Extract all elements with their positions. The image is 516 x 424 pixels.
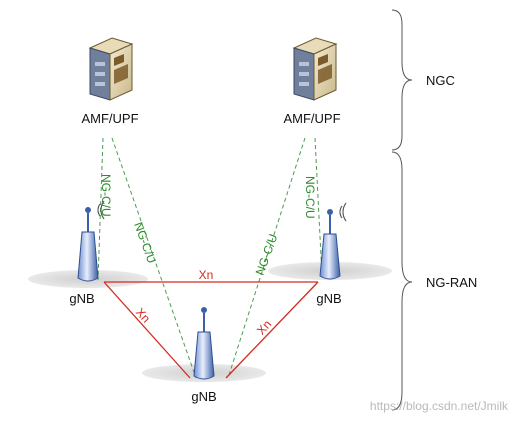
xn-link-left-right-label: Xn bbox=[199, 268, 214, 282]
ngc-domain-label: NGC bbox=[426, 73, 455, 88]
core-node-label: AMF/UPF bbox=[283, 111, 340, 126]
xn-links bbox=[103, 281, 319, 379]
ng-link-left-to-bottom-label: NG-C/U bbox=[131, 220, 159, 265]
ng-link-right-gnb bbox=[314, 137, 323, 277]
xn-link-left-bottom-label: Xn bbox=[133, 305, 153, 325]
antenna-icon bbox=[319, 202, 347, 280]
ng-link-left-gnb bbox=[97, 137, 104, 281]
ngc-brace bbox=[391, 9, 413, 151]
ng-link-right-gnb-label: NG-C/U bbox=[303, 176, 317, 219]
ng-link-left-to-bottom-gnb bbox=[111, 137, 197, 379]
xn-link-right-bottom-label: Xn bbox=[254, 317, 274, 337]
ng-link-left-gnb-label: NG-C/U bbox=[99, 174, 113, 217]
antenna-icon bbox=[193, 307, 215, 380]
core-node-label: AMF/UPF bbox=[81, 111, 138, 126]
ng-link-right-to-bottom-gnb bbox=[227, 137, 306, 379]
server-icon bbox=[292, 37, 338, 101]
gnb-label: gNB bbox=[316, 291, 341, 306]
server-icon bbox=[88, 37, 134, 101]
ng-ran-domain-label: NG-RAN bbox=[426, 275, 477, 290]
xn-link-right-bottom bbox=[225, 281, 319, 379]
watermark: https://blog.csdn.net/Jmilk bbox=[370, 399, 509, 413]
gnb-label: gNB bbox=[191, 389, 216, 404]
xn-link-left-bottom bbox=[103, 281, 191, 379]
gnb-label: gNB bbox=[69, 291, 94, 306]
ng-ran-brace bbox=[391, 151, 413, 411]
antenna-icon bbox=[77, 200, 105, 282]
ng-links bbox=[97, 137, 323, 379]
